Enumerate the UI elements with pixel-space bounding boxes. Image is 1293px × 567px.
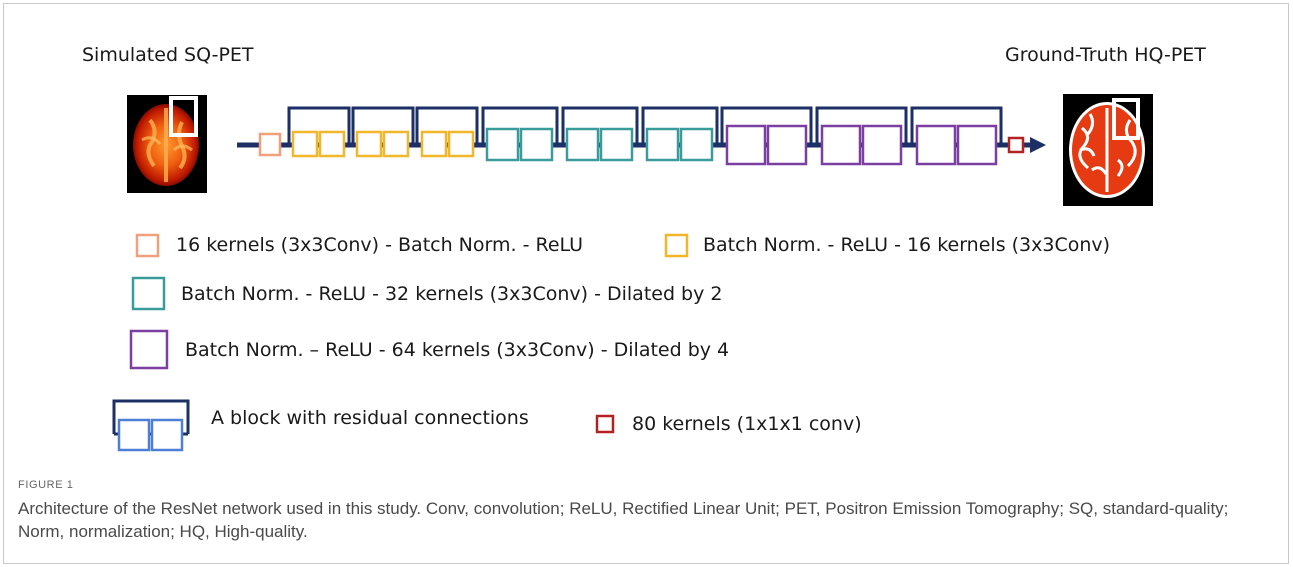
legend-text-purple: Batch Norm. – ReLU - 64 kernels (3x3Conv… <box>185 339 730 361</box>
residual-block-teal-3 <box>641 106 719 162</box>
legend-text-orange: 16 kernels (3x3Conv) - Batch Norm. - ReL… <box>176 234 584 256</box>
roi-box-output <box>1112 98 1140 140</box>
residual-block-yellow-3 <box>415 106 479 158</box>
legend-text-block: A block with residual connections <box>211 407 529 429</box>
residual-block-teal-1 <box>481 106 559 162</box>
legend-swatch-block <box>112 399 190 452</box>
input-image-label: Simulated SQ-PET <box>82 44 254 66</box>
input-pet-image <box>127 95 207 193</box>
legend-swatch-yellow <box>664 233 689 258</box>
roi-box-input <box>169 96 198 137</box>
final-conv-layer <box>1007 136 1025 154</box>
residual-block-yellow-1 <box>287 106 351 158</box>
legend-swatch-red <box>595 414 615 434</box>
initial-conv-layer <box>258 132 282 157</box>
residual-block-purple-3 <box>910 106 1003 166</box>
legend-swatch-orange <box>135 233 160 258</box>
residual-block-purple-1 <box>720 106 813 166</box>
legend-swatch-teal <box>131 276 166 311</box>
legend-text-yellow: Batch Norm. - ReLU - 16 kernels (3x3Conv… <box>703 234 1111 256</box>
residual-block-purple-2 <box>815 106 908 166</box>
legend-text-red: 80 kernels (1x1x1 conv) <box>632 413 862 435</box>
residual-block-teal-2 <box>561 106 639 162</box>
residual-block-yellow-2 <box>351 106 415 158</box>
legend-text-teal: Batch Norm. - ReLU - 32 kernels (3x3Conv… <box>181 283 723 305</box>
figure-caption-text: Architecture of the ResNet network used … <box>18 499 1229 541</box>
output-pet-image <box>1063 94 1153 206</box>
output-image-label: Ground-Truth HQ-PET <box>1005 44 1206 66</box>
flow-arrowhead <box>1030 137 1046 153</box>
legend-swatch-purple <box>129 329 169 370</box>
figure-frame <box>3 3 1289 564</box>
figure-caption-title: FIGURE 1 <box>18 479 74 491</box>
